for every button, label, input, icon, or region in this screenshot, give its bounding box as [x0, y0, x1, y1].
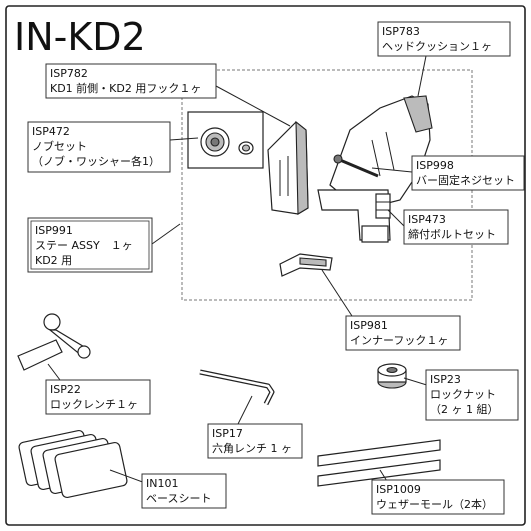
front-hook-illustration	[267, 120, 309, 215]
svg-text:ロックナット: ロックナット	[430, 388, 496, 401]
svg-text:（ノブ・ワッシャー各1）: （ノブ・ワッシャー各1）	[32, 154, 160, 168]
leader-isp472	[169, 137, 199, 141]
svg-text:ISP23: ISP23	[430, 373, 461, 386]
svg-text:六角レンチ 1 ヶ: 六角レンチ 1 ヶ	[212, 442, 292, 455]
knob-set-illustration	[187, 111, 264, 169]
label-in101: IN101 ベースシート	[141, 473, 227, 509]
label-isp783: ISP783 ヘッドクッション１ヶ	[377, 21, 511, 57]
head-bracket-illustration	[317, 95, 433, 243]
svg-text:ウェザーモール（2本）: ウェザーモール（2本）	[376, 497, 493, 511]
svg-text:ISP472: ISP472	[32, 125, 70, 138]
label-isp991: ISP991 ステー ASSY １ヶ KD2 用	[27, 217, 153, 273]
svg-text:ISP998: ISP998	[416, 159, 454, 172]
svg-text:ISP783: ISP783	[382, 25, 420, 38]
leader-isp783	[417, 55, 427, 97]
hex-wrench-illustration	[199, 369, 275, 406]
leader-isp473	[387, 209, 405, 227]
svg-text:バー固定ネジセット: バー固定ネジセット	[416, 173, 515, 187]
label-isp998: ISP998 バー固定ネジセット	[411, 155, 525, 191]
label-isp1009: ISP1009 ウェザーモール（2本）	[371, 479, 505, 515]
label-isp472: ISP472 ノブセット （ノブ・ワッシャー各1）	[27, 121, 171, 173]
svg-text:インナーフック１ヶ: インナーフック１ヶ	[350, 334, 448, 347]
leader-isp782	[215, 85, 291, 127]
diagram-title: IN-KD2	[14, 15, 146, 59]
bar-screw-illustration	[333, 154, 379, 178]
leader-isp981	[321, 269, 353, 317]
tightening-bolt-illustration	[375, 193, 391, 219]
label-isp23: ISP23 ロックナット （2 ヶ 1 組）	[425, 369, 519, 421]
svg-text:ステー ASSY １ヶ: ステー ASSY １ヶ	[35, 239, 133, 252]
svg-text:ISP473: ISP473	[408, 213, 446, 226]
base-sheet-illustration	[18, 429, 128, 499]
svg-text:ISP17: ISP17	[212, 427, 243, 440]
weather-molding-illustration	[317, 439, 441, 487]
svg-text:KD2 用: KD2 用	[35, 254, 72, 267]
svg-text:IN101: IN101	[146, 477, 178, 490]
svg-text:KD1 前側・KD2 用フック１ヶ: KD1 前側・KD2 用フック１ヶ	[50, 81, 201, 95]
label-isp17: ISP17 六角レンチ 1 ヶ	[207, 423, 303, 459]
leader-isp991	[151, 223, 181, 245]
leader-isp998	[371, 167, 413, 173]
outer-frame	[5, 5, 526, 526]
svg-text:ロックレンチ１ヶ: ロックレンチ１ヶ	[50, 398, 138, 411]
svg-text:ISP981: ISP981	[350, 319, 388, 332]
svg-text:ISP22: ISP22	[50, 383, 81, 396]
svg-text:締付ボルトセット: 締付ボルトセット	[408, 227, 496, 241]
svg-text:ノブセット: ノブセット	[32, 139, 87, 153]
lock-wrench-illustration	[17, 313, 91, 371]
leader-isp22	[47, 363, 61, 381]
lock-nut-illustration	[377, 363, 407, 389]
inner-hook-illustration	[279, 253, 333, 277]
svg-text:ISP991: ISP991	[35, 224, 73, 237]
label-isp782: ISP782 KD1 前側・KD2 用フック１ヶ	[45, 63, 217, 99]
svg-text:ISP1009: ISP1009	[376, 483, 421, 496]
label-isp473: ISP473 締付ボルトセット	[403, 209, 509, 245]
svg-text:（2 ヶ 1 組）: （2 ヶ 1 組）	[430, 403, 499, 416]
label-isp981: ISP981 インナーフック１ヶ	[345, 315, 461, 351]
label-isp22: ISP22 ロックレンチ１ヶ	[45, 379, 151, 415]
svg-text:ベースシート: ベースシート	[146, 492, 211, 505]
svg-text:ISP782: ISP782	[50, 67, 88, 80]
svg-text:ヘッドクッション１ヶ: ヘッドクッション１ヶ	[382, 40, 492, 53]
